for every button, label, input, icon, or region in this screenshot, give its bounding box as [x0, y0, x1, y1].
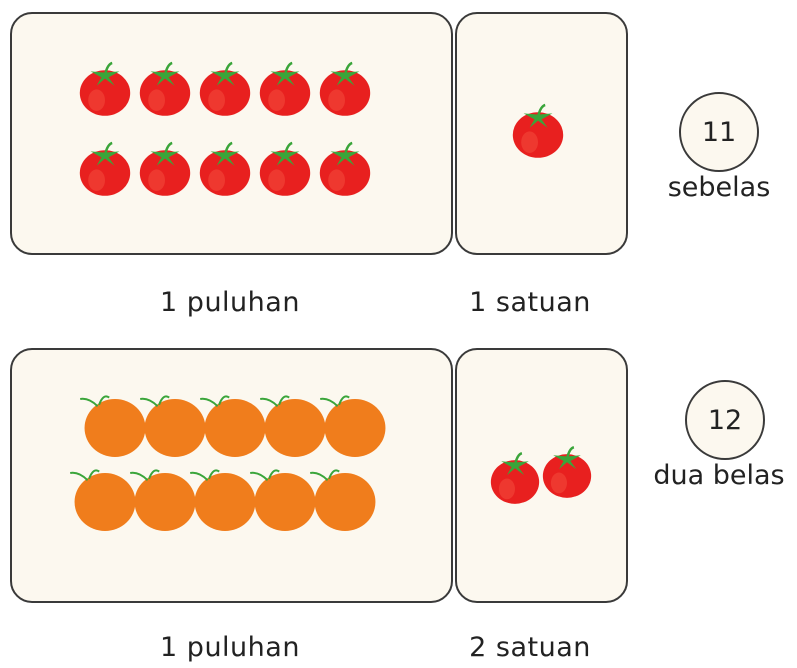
tomato-icon	[139, 61, 191, 116]
orange-icon	[250, 469, 316, 531]
orange-icon	[320, 395, 386, 457]
tomato-icon	[139, 141, 191, 196]
number-word-row1: sebelas	[667, 172, 771, 203]
orange-icon	[130, 469, 196, 531]
tens-panel-row1	[10, 12, 453, 255]
ones-panel-row2	[455, 348, 628, 603]
orange-icon	[310, 469, 376, 531]
tomato-group-row1-ones	[512, 103, 564, 158]
tomato-icon	[259, 61, 311, 116]
orange-icon	[80, 395, 146, 457]
tens-label-row2: 1 puluhan	[160, 632, 300, 663]
number-value-row1: 11	[701, 116, 737, 148]
tomato-group-row1-tens	[79, 61, 371, 196]
tomato-icon	[259, 141, 311, 196]
tomato-icon	[512, 103, 564, 158]
orange-icon	[70, 469, 136, 531]
orange-icon	[200, 395, 266, 457]
tomato-icon	[79, 61, 131, 116]
ones-label-row1: 1 satuan	[469, 287, 591, 318]
tomato-icon	[542, 446, 592, 498]
number-word-row2: dua belas	[653, 460, 785, 491]
tomato-icon	[199, 61, 251, 116]
number-circle-row1: 11	[679, 92, 759, 172]
orange-group-row2-tens	[70, 395, 386, 531]
orange-icon	[190, 469, 256, 531]
tens-label-row1: 1 puluhan	[160, 287, 300, 318]
orange-icon	[140, 395, 206, 457]
tomato-icon	[319, 61, 371, 116]
ones-label-row2: 2 satuan	[469, 632, 591, 663]
number-value-row2: 12	[707, 404, 743, 436]
number-circle-row2: 12	[685, 380, 765, 460]
tomato-icon	[490, 452, 540, 504]
tomato-icon	[319, 141, 371, 196]
orange-icon	[260, 395, 326, 457]
tomato-icon	[199, 141, 251, 196]
tomato-group-row2-ones	[490, 446, 592, 504]
tomato-icon	[79, 141, 131, 196]
